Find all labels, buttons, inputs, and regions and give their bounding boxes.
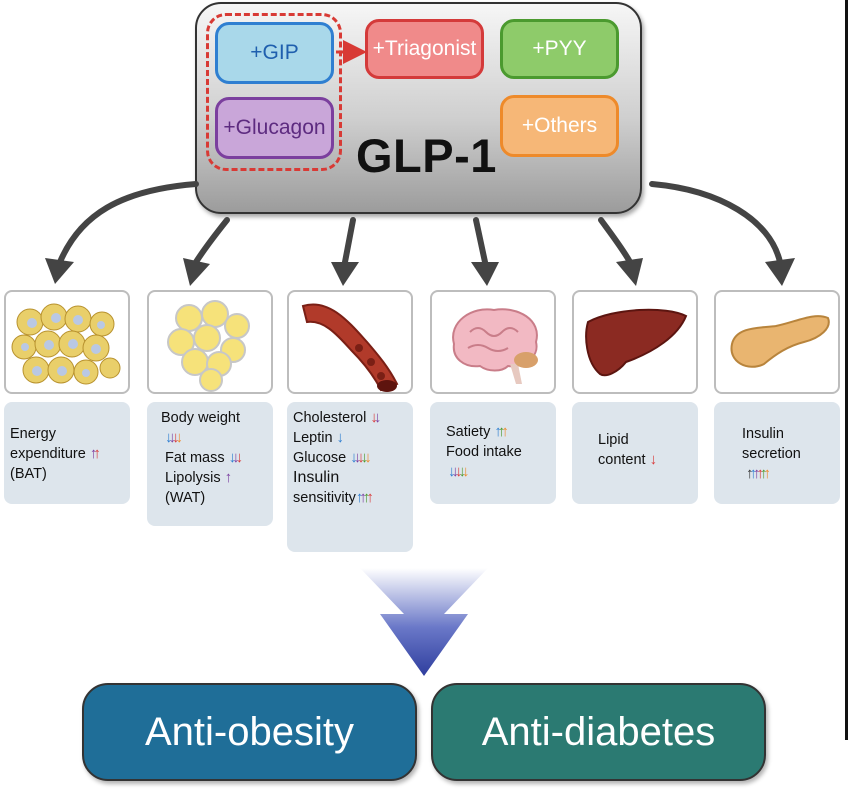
food-intake-arrows: ↓↓↓↓↓ [448,463,469,480]
arrow-liver [598,217,633,265]
insulin-secretion-arrows: ↑↑↑↑↑↑ [746,465,771,482]
tile-liver [572,290,698,394]
arrow-bat [57,181,199,265]
bodyweight-arrows: ↓↓↓↓ [165,429,183,446]
pancreas-icon [730,315,830,368]
tile-brain [430,290,556,394]
arrow-pancreas [649,181,783,265]
partner-others: +Others [500,95,619,157]
arrow-group-up: ↑↑ [89,445,101,462]
liver-icon [585,308,688,377]
effect-arrows [57,181,783,265]
big-down-arrow-icon [360,568,488,676]
gip-glucagon-group [206,13,342,171]
brown-fat-icon [11,303,121,385]
lipid-arrow: ↓ [649,451,657,468]
glucose-arrows: ↓↓↓↓↓ [350,449,371,466]
glp1-label: GLP-1 [356,129,497,182]
partner-glucagon: +Glucagon [215,97,334,159]
brain-icon [452,308,538,384]
note-vessel: Cholesterol ↓↓ Leptin ↓ Glucose ↓↓↓↓↓ In… [287,402,413,552]
cholesterol-arrows: ↓↓ [370,409,381,426]
satiety-arrows: ↑↑↑ [494,423,508,440]
blood-vessel-icon [301,303,399,392]
partner-gip: +GIP [215,22,334,84]
fatmass-arrows: ↓↓↓ [228,449,243,466]
lipolysis-arrow: ↑ [224,469,232,486]
white-fat-icon [167,300,250,392]
leptin-arrow: ↓ [336,429,344,446]
outcome-anti-diabetes: Anti-diabetes [431,683,766,781]
frame-edge [845,0,848,740]
note-wat: Body weight ↓↓↓↓ Fat mass ↓↓↓ Lipolysis … [147,402,273,526]
insulin-sensitivity-arrows: ↑↑↑↑ [355,489,374,506]
outcome-anti-obesity: Anti-obesity [82,683,417,781]
tile-brown-fat [4,290,130,394]
arrow-wat [193,217,230,265]
tile-blood-vessel [287,290,413,394]
note-liver: Lipid content ↓ [572,402,698,504]
tile-pancreas [714,290,840,394]
arrow-brain [473,217,488,265]
partner-pyy: +PYY [500,19,619,79]
note-brain: Satiety ↑↑↑ Food intake ↓↓↓↓↓ [430,402,556,504]
tile-white-fat [147,290,273,394]
note-bat: Energy expenditure ↑↑ (BAT) [4,402,130,504]
arrow-vessel [342,217,356,265]
note-pancreas: Insulin secretion ↑↑↑↑↑↑ [714,402,840,504]
